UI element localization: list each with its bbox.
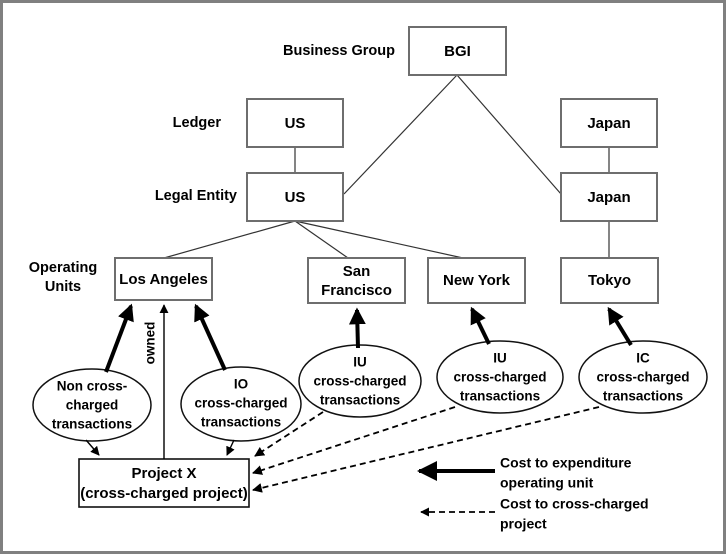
legend-dashed-label-line2: project [500, 516, 547, 532]
row-label-operating-units-line2: Units [45, 279, 81, 295]
owned-relationship: owned [143, 304, 169, 459]
hierarchy-connectors [163, 74, 610, 259]
node-tokyo[interactable]: Tokyo [560, 257, 659, 304]
arrow-iu-to-san-francisco [348, 307, 366, 349]
node-project-x-label-line2: (cross-charged project) [80, 485, 248, 502]
node-san-francisco-rect[interactable] [307, 257, 406, 304]
node-boxes: BGI US Japan US Japan Los Angeles [78, 26, 659, 508]
ellipse-ic-cross-charged-tokyo[interactable]: IC cross-charged transactions [578, 340, 708, 414]
node-new-york[interactable]: New York [427, 257, 526, 304]
ellipse-io-cross-charged-shape[interactable] [180, 366, 302, 442]
legend-dashed-label-line1: Cost to cross-charged [500, 496, 649, 512]
node-los-angeles[interactable]: Los Angeles [114, 257, 213, 301]
node-san-francisco-label-line1: San [343, 263, 371, 280]
legend: Cost to expenditure operating unit Cost … [417, 455, 649, 532]
ellipse-non-cross-charged-line1: Non cross- [57, 379, 128, 394]
node-tokyo-label: Tokyo [588, 272, 631, 289]
node-legal-entity-japan[interactable]: Japan [560, 172, 658, 222]
cross-charging-diagram: BGI US Japan US Japan Los Angeles [29, 26, 708, 532]
node-san-francisco[interactable]: San Francisco [307, 257, 406, 304]
ellipse-iu-sf-line3: transactions [320, 393, 400, 408]
node-legal-entity-us[interactable]: US [246, 172, 344, 222]
ellipse-ic-tokyo-line1: IC [636, 351, 650, 366]
row-labels: Business Group Ledger Legal Entity Opera… [29, 43, 395, 295]
node-ledger-us[interactable]: US [246, 98, 344, 148]
edge-label-owned: owned [143, 322, 158, 365]
node-project-x[interactable]: Project X (cross-charged project) [78, 458, 250, 508]
node-tokyo-rect[interactable] [560, 257, 659, 304]
node-ledger-japan[interactable]: Japan [560, 98, 658, 148]
ellipse-non-cross-charged[interactable]: Non cross- charged transactions [32, 368, 152, 442]
arrow-non-cross-charged-to-project-x [85, 439, 100, 456]
node-legal-entity-us-rect[interactable] [246, 172, 344, 222]
ellipse-ic-tokyo-line3: transactions [603, 389, 683, 404]
node-los-angeles-label: Los Angeles [119, 271, 208, 288]
edge-bgi-to-us-legal-entity [343, 74, 458, 195]
node-ledger-japan-rect[interactable] [560, 98, 658, 148]
node-ledger-us-rect[interactable] [246, 98, 344, 148]
node-bgi[interactable]: BGI [408, 26, 507, 76]
node-ledger-us-label: US [285, 115, 306, 132]
ellipse-io-cross-charged-line2: cross-charged [194, 396, 287, 411]
arrow-iu-to-new-york [470, 306, 491, 345]
arrow-ic-to-tokyo [607, 306, 633, 347]
cost-to-project-arrows [85, 406, 600, 493]
legend-item-cost-to-expenditure: Cost to expenditure operating unit [417, 455, 632, 491]
row-label-business-group: Business Group [283, 43, 395, 59]
ellipse-iu-cross-charged-new-york[interactable]: IU cross-charged transactions [436, 340, 564, 414]
ellipse-io-cross-charged[interactable]: IO cross-charged transactions [180, 366, 302, 442]
edge-us-to-los-angeles [163, 220, 296, 259]
node-legal-entity-japan-rect[interactable] [560, 172, 658, 222]
legend-solid-label-line2: operating unit [500, 475, 594, 491]
edge-us-to-new-york [294, 220, 464, 259]
row-label-legal-entity: Legal Entity [155, 188, 237, 204]
node-new-york-rect[interactable] [427, 257, 526, 304]
ellipse-iu-sf-line1: IU [353, 355, 367, 370]
row-label-operating-units-line1: Operating [29, 260, 97, 276]
node-bgi-label: BGI [444, 43, 471, 60]
node-legal-entity-japan-label: Japan [587, 189, 630, 206]
arrow-non-cross-charged-to-los-angeles [104, 303, 134, 373]
ellipse-ic-tokyo-shape[interactable] [578, 340, 708, 414]
ellipse-iu-ny-shape[interactable] [436, 340, 564, 414]
ellipse-iu-ny-line3: transactions [460, 389, 540, 404]
arrow-iu-sf-to-project-x [254, 411, 324, 457]
ellipse-iu-cross-charged-san-francisco[interactable]: IU cross-charged transactions [298, 344, 422, 418]
ellipse-non-cross-charged-line2: charged [66, 398, 119, 413]
arrow-io-to-project-x [226, 439, 235, 456]
transaction-ellipses: Non cross- charged transactions IO cross… [32, 340, 708, 442]
arrow-io-to-los-angeles [194, 303, 227, 371]
ellipse-iu-sf-shape[interactable] [298, 344, 422, 418]
node-project-x-label-line1: Project X [131, 465, 196, 482]
ellipse-ic-tokyo-line2: cross-charged [596, 370, 689, 385]
node-project-x-rect[interactable] [78, 458, 250, 508]
arrow-iu-ny-to-project-x [252, 406, 456, 475]
cost-to-expenditure-arrows [104, 303, 633, 373]
ellipse-non-cross-charged-shape[interactable] [32, 368, 152, 442]
ellipse-non-cross-charged-line3: transactions [52, 417, 132, 432]
edge-us-to-san-francisco [294, 220, 349, 259]
ellipse-io-cross-charged-line3: transactions [201, 415, 281, 430]
legend-solid-label-line1: Cost to expenditure [500, 455, 632, 471]
legend-item-cost-to-cross-charged-project: Cost to cross-charged project [420, 496, 649, 532]
row-label-ledger: Ledger [173, 115, 222, 131]
node-ledger-japan-label: Japan [587, 115, 630, 132]
node-los-angeles-rect[interactable] [114, 257, 213, 301]
node-bgi-rect[interactable] [408, 26, 507, 76]
ellipse-iu-ny-line1: IU [493, 351, 507, 366]
ellipse-io-cross-charged-line1: IO [234, 377, 248, 392]
node-san-francisco-label-line2: Francisco [321, 282, 392, 299]
node-new-york-label: New York [443, 272, 511, 289]
edge-bgi-to-japan-legal-entity [456, 74, 562, 195]
ellipse-iu-sf-line2: cross-charged [313, 374, 406, 389]
ellipse-iu-ny-line2: cross-charged [453, 370, 546, 385]
node-legal-entity-us-label: US [285, 189, 306, 206]
